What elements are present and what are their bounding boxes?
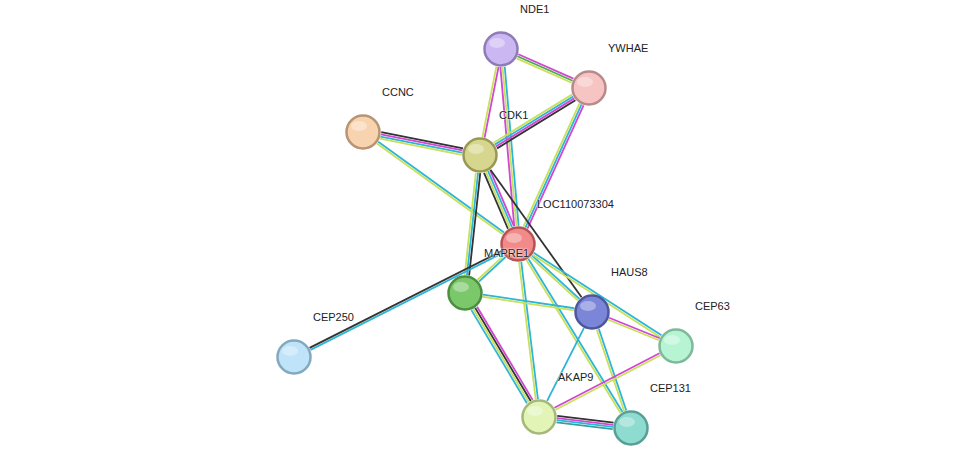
- evidence-line: [485, 67, 499, 138]
- node-circle: [658, 328, 694, 364]
- evidence-line: [494, 95, 572, 143]
- protein-node: CEP131: [613, 410, 649, 446]
- interaction-edge: [519, 262, 538, 400]
- evidence-line: [381, 132, 463, 148]
- evidence-line: [521, 262, 538, 399]
- evidence-line: [555, 355, 660, 409]
- evidence-line: [527, 105, 583, 228]
- interaction-edge: [471, 307, 532, 403]
- evidence-line: [467, 173, 478, 275]
- evidence-line: [528, 259, 622, 412]
- node-label: YWHAE: [608, 42, 648, 55]
- evidence-line: [497, 100, 575, 148]
- node-circle: [483, 31, 519, 67]
- evidence-line: [608, 320, 659, 340]
- node-circle: [574, 294, 610, 330]
- node-circle: [521, 399, 557, 435]
- node-circle: [345, 114, 381, 150]
- node-circle: [571, 70, 607, 106]
- protein-node: NDE1: [483, 31, 519, 67]
- node-circle: [462, 137, 498, 173]
- evidence-line: [310, 251, 502, 348]
- evidence-line: [519, 262, 536, 399]
- interaction-edge: [554, 353, 660, 409]
- evidence-line: [517, 56, 572, 80]
- evidence-line: [380, 137, 462, 153]
- node-label: CEP250: [313, 311, 354, 324]
- evidence-line: [547, 328, 584, 401]
- protein-node: MAPRE1: [447, 275, 483, 311]
- node-label: CEP131: [650, 382, 691, 395]
- evidence-line: [518, 54, 573, 78]
- node-label: MAPRE1: [484, 247, 529, 260]
- protein-node: CEP63: [658, 328, 694, 364]
- node-label: CEP63: [695, 300, 730, 313]
- protein-node: CEP250: [276, 339, 312, 375]
- evidence-line: [475, 308, 531, 401]
- evidence-line: [534, 253, 662, 335]
- evidence-line: [517, 58, 572, 82]
- interaction-edge: [597, 329, 627, 412]
- evidence-line: [471, 310, 527, 403]
- protein-node: AKAP9: [521, 399, 557, 435]
- evidence-line: [381, 134, 463, 150]
- evidence-line: [526, 260, 620, 413]
- interaction-edge: [517, 54, 574, 82]
- evidence-line: [556, 422, 612, 429]
- evidence-line: [483, 295, 574, 309]
- node-label: AKAP9: [558, 371, 593, 384]
- node-label: HAUS8: [611, 266, 648, 279]
- evidence-line: [597, 329, 625, 411]
- evidence-line: [482, 66, 496, 137]
- interaction-edge: [465, 173, 480, 276]
- evidence-line: [599, 329, 627, 411]
- node-label: NDE1: [520, 3, 549, 16]
- evidence-line: [473, 309, 529, 402]
- interaction-edge: [310, 251, 503, 350]
- interaction-edge: [526, 259, 622, 413]
- evidence-line: [609, 318, 660, 338]
- evidence-line: [500, 67, 514, 226]
- interaction-edge: [608, 318, 659, 341]
- node-label: LOC110073304: [537, 198, 614, 211]
- protein-node: CDK1: [462, 137, 498, 173]
- protein-node: YWHAE: [571, 70, 607, 106]
- interaction-edge: [533, 253, 662, 337]
- interaction-edge: [483, 295, 575, 311]
- evidence-line: [465, 173, 476, 275]
- evidence-line: [488, 171, 512, 227]
- evidence-line: [554, 353, 659, 407]
- evidence-line: [483, 297, 574, 311]
- evidence-line: [495, 96, 573, 144]
- node-circle: [447, 275, 483, 311]
- interaction-edge: [484, 170, 514, 228]
- node-circle: [276, 339, 312, 375]
- interaction-edge: [482, 66, 498, 137]
- evidence-line: [477, 307, 533, 400]
- interaction-edge: [556, 416, 613, 429]
- node-label: CCNC: [382, 86, 414, 99]
- evidence-line: [311, 253, 503, 350]
- node-label: CDK1: [499, 109, 528, 122]
- protein-node: HAUS8: [574, 294, 610, 330]
- protein-node: CCNC: [345, 114, 381, 150]
- interaction-edge: [547, 328, 584, 401]
- evidence-line: [484, 173, 508, 229]
- node-circle: [613, 410, 649, 446]
